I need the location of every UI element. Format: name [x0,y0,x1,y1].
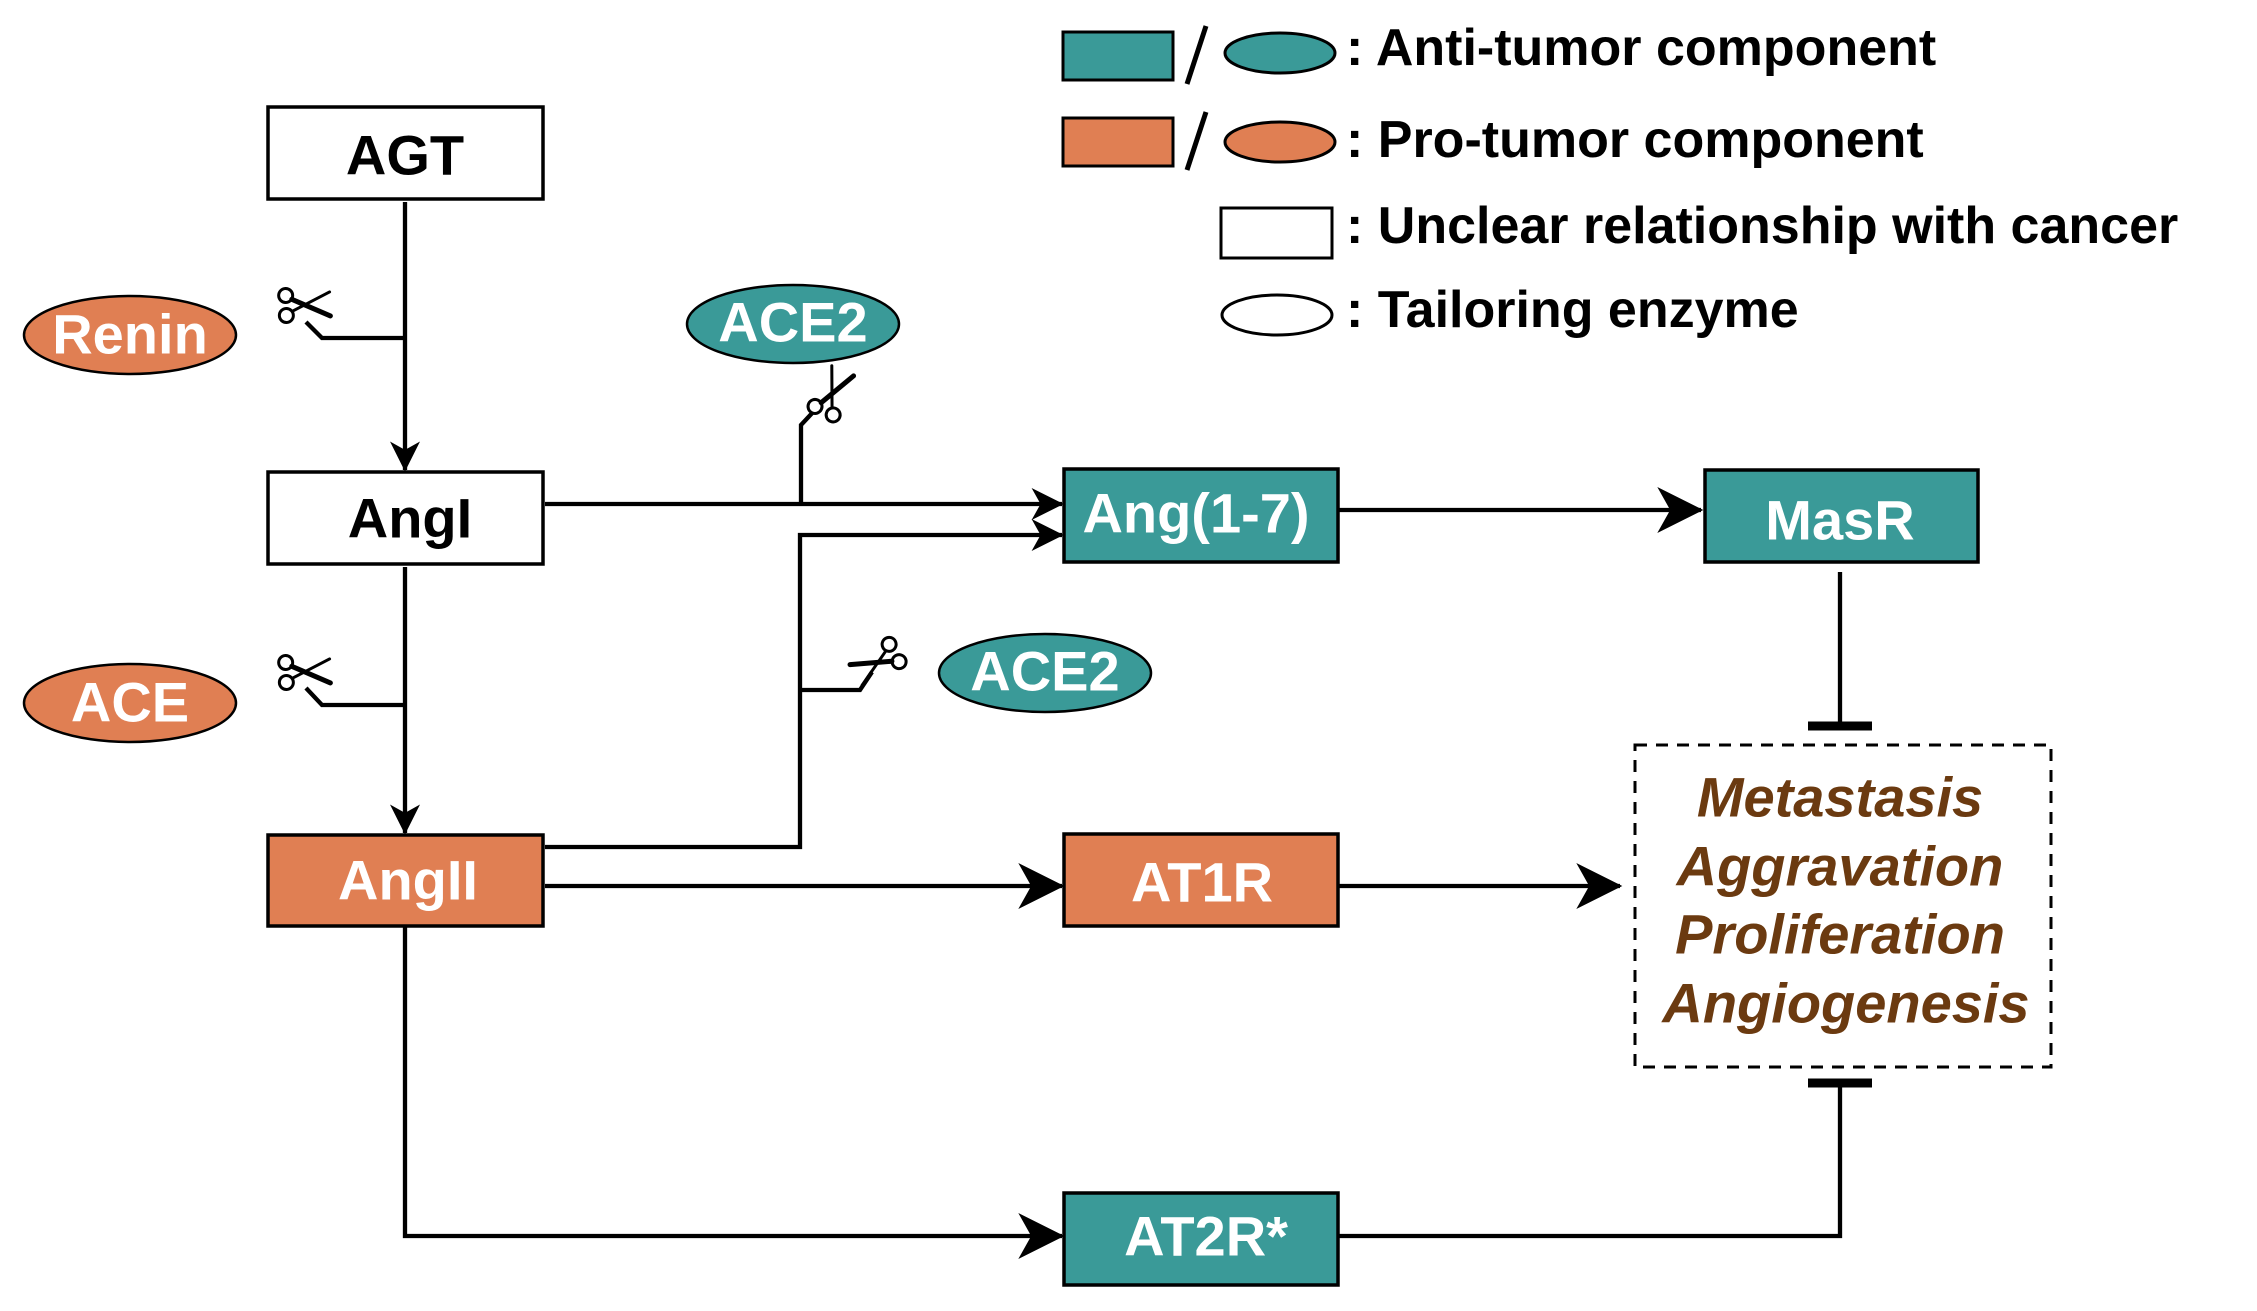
tumor-outcomes-box: Metastasis Aggravation Proliferation Ang… [1633,743,2053,1069]
ace-label: ACE [71,671,189,734]
outcome-metastasis: Metastasis [1697,766,1983,829]
legend-slash [1184,25,1209,85]
ace2-upper-cleavage-line [798,408,817,504]
at2r-inhibition-line [1338,1083,1843,1239]
ang17-label: Ang(1-7) [1082,482,1309,545]
angi-label: AngI [348,487,472,550]
angii-node: AngII [266,833,545,928]
masr-node: MasR [1703,468,1980,564]
legend-anti-tumor-box [1061,30,1175,82]
legend-enzyme-ellipse [1220,293,1334,337]
scissors-icon [278,287,330,323]
connectors [304,202,1872,1259]
ace2-upper-enzyme: ACE2 [685,283,901,365]
at1r-label: AT1R [1131,851,1273,914]
legend-pro-tumor-ellipse [1223,120,1337,164]
ace-enzyme: ACE [22,662,238,744]
legend-enzyme-label: : Tailoring enzyme [1346,281,1799,339]
renin-label: Renin [52,303,208,366]
legend-unclear-label: : Unclear relationship with cancer [1346,197,2178,255]
legend: : Anti-tumor component : Pro-tumor compo… [1061,19,2178,339]
at2r-node: AT2R* [1062,1191,1340,1287]
agt-label: AGT [346,124,464,187]
legend-anti-tumor-ellipse [1223,31,1337,75]
legend-pro-tumor-label: : Pro-tumor component [1346,111,1924,169]
legend-unclear-box [1219,206,1334,260]
outcome-proliferation: Proliferation [1675,903,2005,966]
renin-enzyme: Renin [22,294,238,376]
at1r-node: AT1R [1062,832,1340,928]
renin-cleavage-line [304,320,405,341]
agt-node: AGT [266,105,545,201]
ang17-node: Ang(1-7) [1062,467,1340,564]
angii-label: AngII [338,849,478,912]
scissors-icon [848,635,909,690]
scissors-icon [278,654,330,690]
angii-to-at2r-arrow [402,926,1065,1259]
ace2-lower-cleavage-line [800,670,874,693]
ace-cleavage-line [304,686,405,708]
masr-label: MasR [1765,489,1914,552]
at2r-label: AT2R* [1124,1205,1288,1268]
ace2-lower-label: ACE2 [970,640,1119,703]
legend-slash [1184,111,1209,171]
angi-node: AngI [266,470,545,566]
legend-anti-tumor-label: : Anti-tumor component [1346,19,1936,77]
ace2-upper-label: ACE2 [718,291,867,354]
outcome-aggravation: Aggravation [1675,835,2004,898]
scissors-icon [806,364,858,425]
legend-pro-tumor-box [1061,116,1175,168]
ace2-lower-enzyme: ACE2 [937,632,1153,714]
outcome-angiogenesis: Angiogenesis [1660,972,2029,1035]
